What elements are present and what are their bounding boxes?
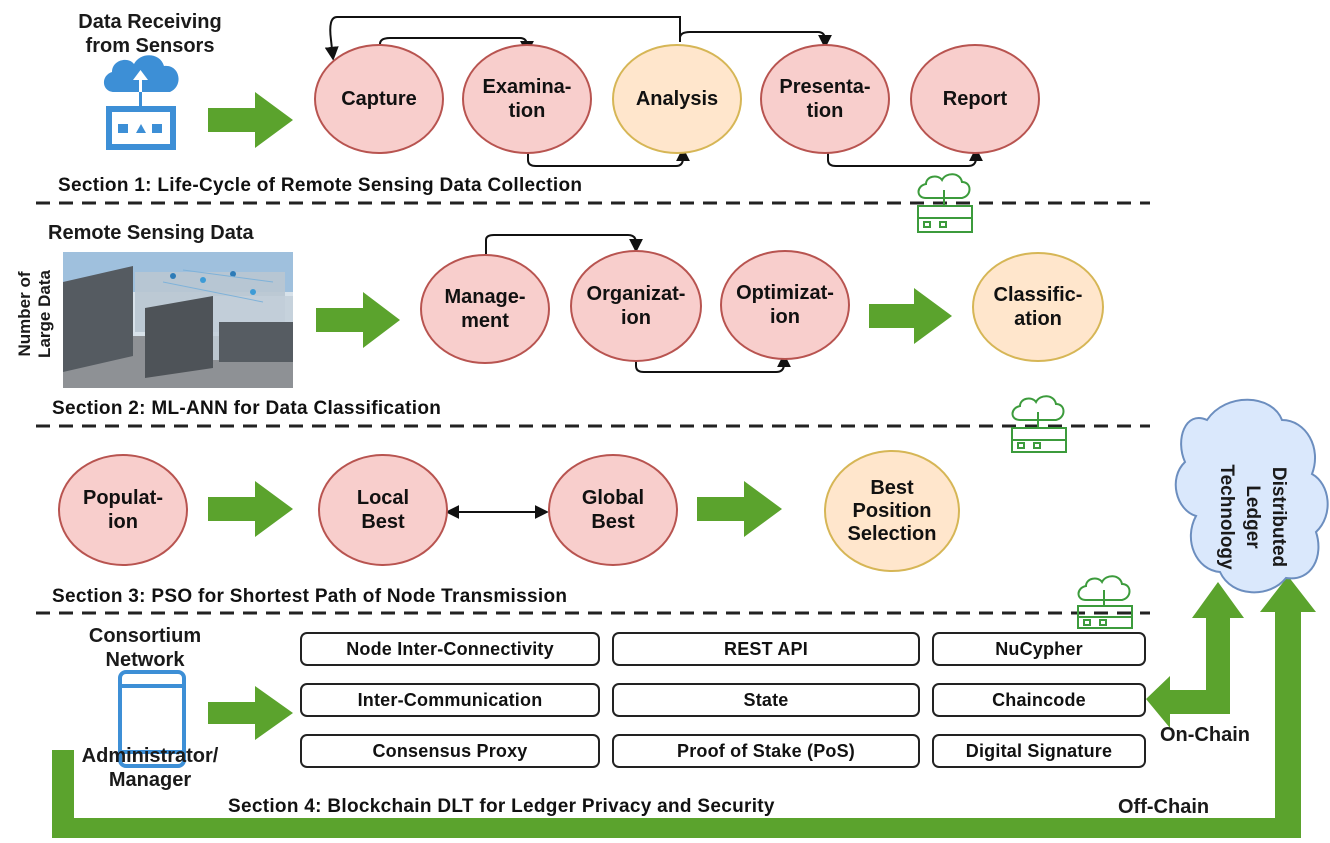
dlt-cloud [1174, 398, 1329, 594]
source-label-sensors: Data Receiving from Sensors [78, 11, 222, 57]
connector-examination-to-capture [324, 16, 681, 61]
tablet-icon [118, 670, 186, 768]
section-3-title: Section 3: PSO for Shortest Path of Node… [52, 586, 568, 607]
node-best-position-selection: Best Position Selection [824, 450, 960, 572]
cloud-server-icon [103, 55, 179, 150]
node-population: Populat- ion [58, 454, 188, 566]
on-chain-arrow [1146, 582, 1244, 728]
connector-management-to-organization [485, 234, 643, 254]
node-optimization: Optimizat- ion [720, 250, 850, 360]
green-arrow-icon [208, 481, 293, 537]
green-arrow-icon [208, 686, 293, 740]
section-2-title: Section 2: ML-ANN for Data Classificatio… [52, 398, 442, 419]
connector-capture-to-examination [379, 37, 534, 58]
connector-examination-to-analysis [527, 147, 690, 167]
section-4-title: Section 4: Blockchain DLT for Ledger Pri… [228, 796, 775, 817]
box-digital-signature: Digital Signature [932, 734, 1146, 768]
node-report: Report [910, 44, 1040, 154]
box-consensus-proxy: Consensus Proxy [300, 734, 600, 768]
side-label-large-data: Number of Large Data [15, 270, 54, 358]
node-capture: Capture [314, 44, 444, 154]
cloud-network-icon [1077, 575, 1133, 629]
box-proof-of-stake: Proof of Stake (PoS) [612, 734, 920, 768]
box-node-inter-connectivity: Node Inter-Connectivity [300, 632, 600, 666]
node-examination: Examina- tion [462, 44, 592, 154]
section-1-title: Section 1: Life-Cycle of Remote Sensing … [58, 175, 583, 196]
node-management: Manage- ment [420, 254, 550, 364]
green-arrow-icon [697, 481, 782, 537]
cloud-network-icon [1011, 395, 1067, 453]
box-rest-api: REST API [612, 632, 920, 666]
on-chain-label: On-Chain [1160, 724, 1250, 746]
node-local-best: Local Best [318, 454, 448, 566]
connector-analysis-to-presentation [679, 31, 832, 49]
node-classification: Classific- ation [972, 252, 1104, 362]
off-chain-label: Off-Chain [1118, 796, 1210, 818]
cloud-network-icon [917, 173, 973, 233]
node-global-best: Global Best [548, 454, 678, 566]
connector-organization-to-optimization [635, 353, 791, 373]
box-nucypher: NuCypher [932, 632, 1146, 666]
node-analysis: Analysis [612, 44, 742, 154]
node-organization: Organizat- ion [570, 250, 702, 362]
admin-label: Administrator/ Manager [81, 745, 219, 791]
dlt-label: Distributed Ledger Technology [1216, 464, 1289, 570]
green-arrow-icon [869, 288, 952, 344]
node-presentation: Presenta- tion [760, 44, 890, 154]
source-label-remote-sensing: Remote Sensing Data [48, 222, 254, 244]
connector-presentation-to-report [827, 147, 983, 167]
box-state: State [612, 683, 920, 717]
box-chaincode: Chaincode [932, 683, 1146, 717]
green-arrow-icon [208, 92, 293, 148]
remote-sensing-photo [63, 252, 293, 388]
box-inter-communication: Inter-Communication [300, 683, 600, 717]
green-arrow-icon [316, 292, 400, 348]
network-label: Consortium Network [88, 625, 202, 671]
